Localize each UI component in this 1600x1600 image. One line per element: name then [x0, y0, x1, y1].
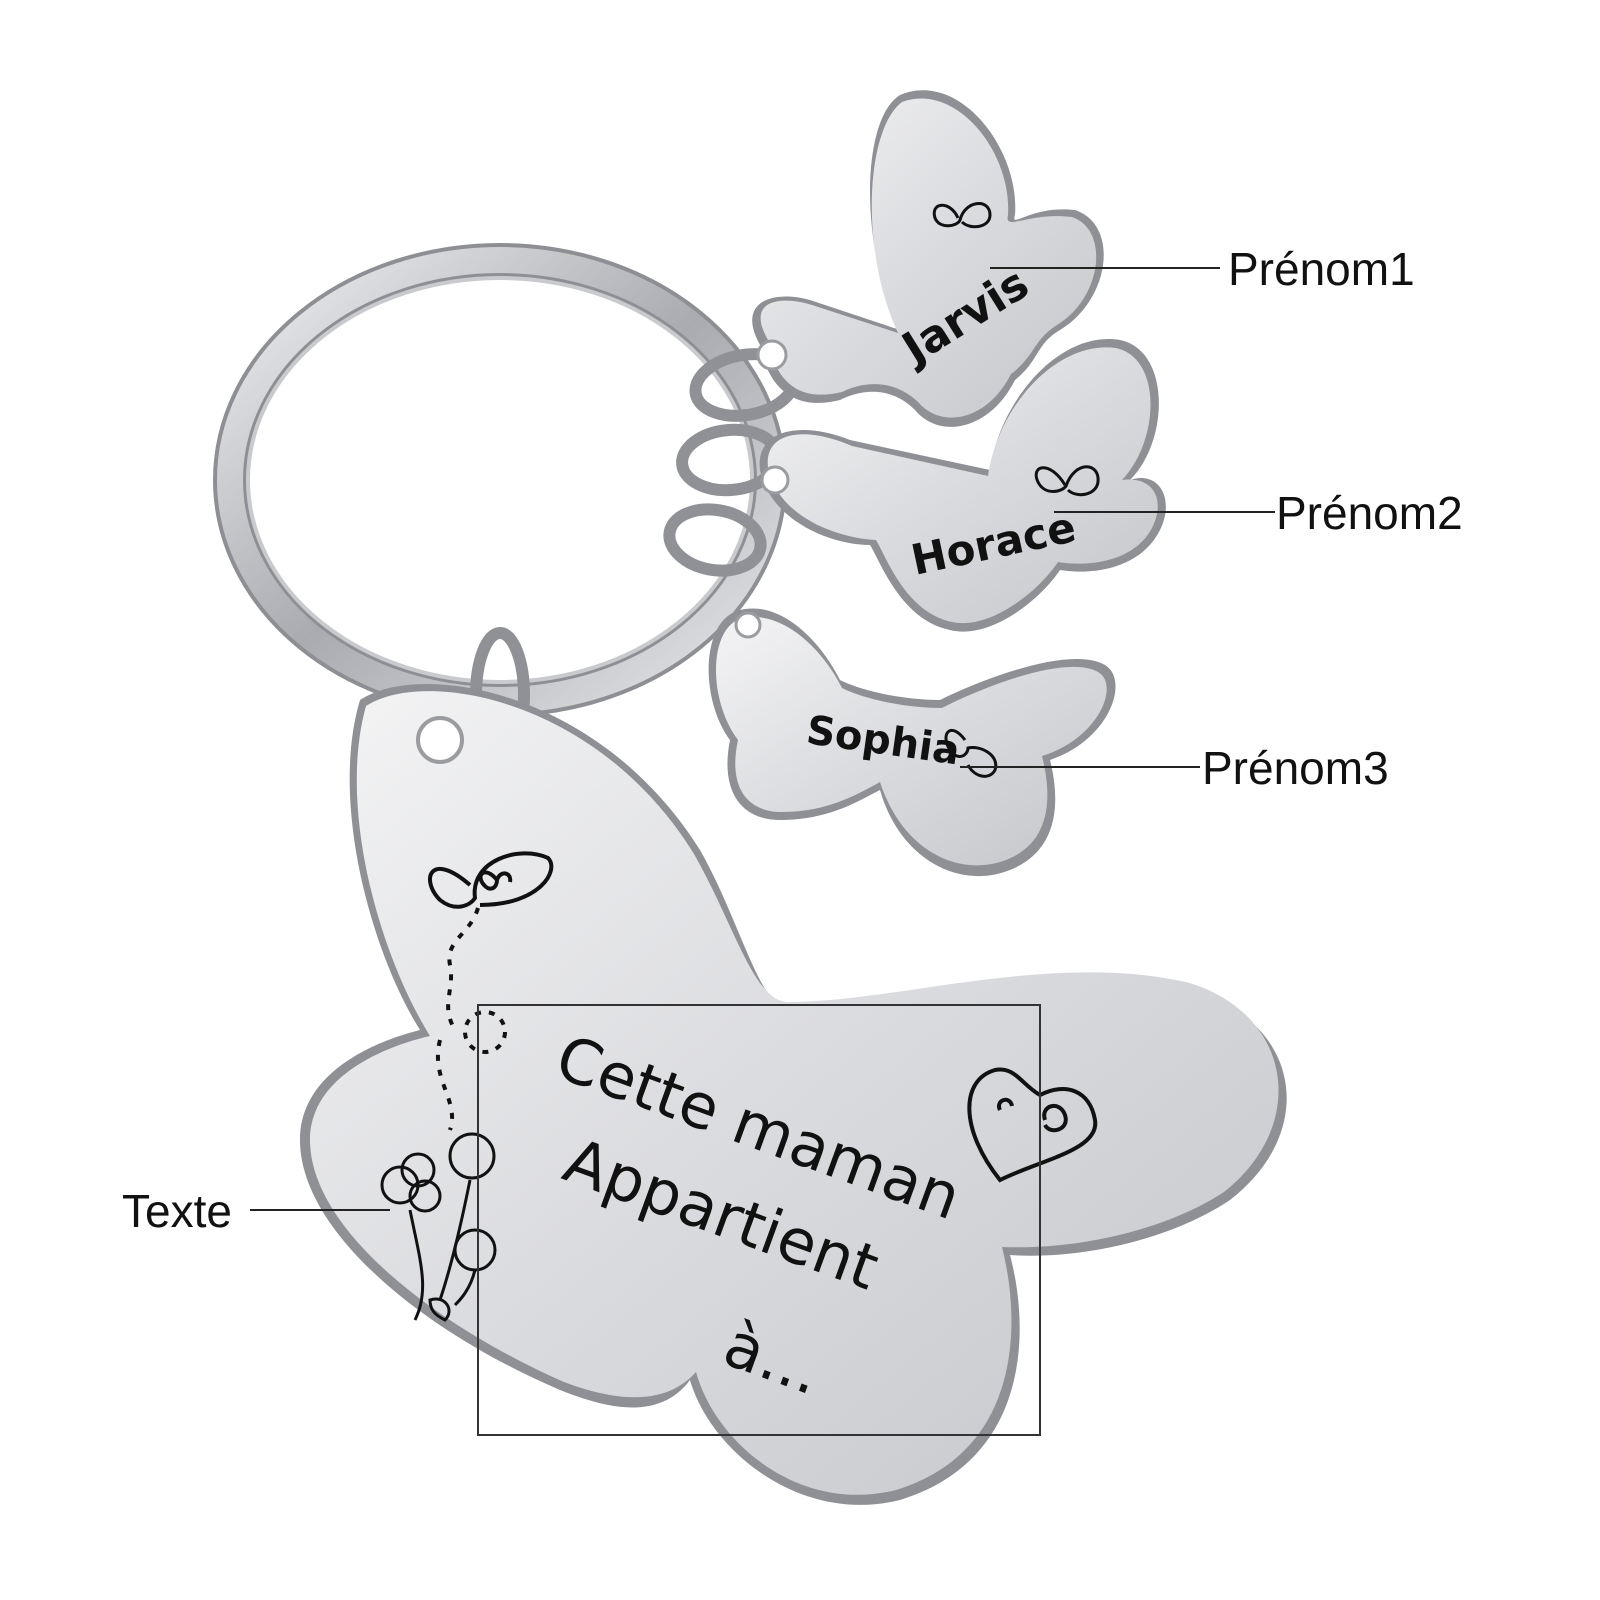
butterfly-icon [1034, 465, 1100, 497]
callout-name2: Prénom2 [1276, 487, 1463, 539]
main-butterfly-tag [300, 684, 1287, 1505]
butterfly-icon [428, 851, 554, 1131]
callout-name1: Prénom1 [1228, 243, 1415, 295]
butterfly-icon [944, 728, 998, 778]
callout-name3: Prénom3 [1202, 742, 1389, 794]
text-area-frame [477, 1004, 1041, 1436]
charm-jarvis [752, 90, 1104, 427]
callout-text: Texte [122, 1185, 232, 1237]
butterfly-icon [932, 202, 992, 229]
callout-lines [250, 267, 1275, 1211]
charm-sophia [708, 608, 1116, 877]
charm-horace [759, 339, 1166, 632]
flower-icon [380, 1132, 497, 1322]
